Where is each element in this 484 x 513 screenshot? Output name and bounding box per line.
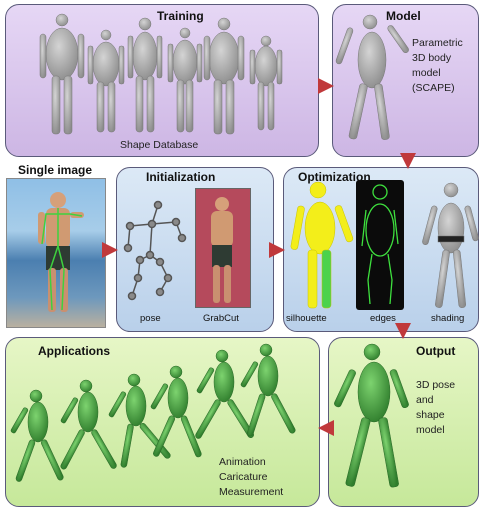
model-line-1: Parametric	[412, 36, 463, 51]
applications-line-2: Caricature	[219, 470, 267, 485]
output-line-4: model	[416, 423, 445, 438]
photo-person	[38, 192, 84, 312]
pose-skeleton	[125, 202, 186, 300]
shading-label: shading	[431, 313, 464, 324]
silhouette-label: silhouette	[286, 313, 327, 324]
initialization-title: Initialization	[146, 170, 215, 184]
applications-title: Applications	[38, 344, 110, 358]
applications-line-3: Measurement	[219, 485, 283, 500]
silhouette-figure	[290, 182, 353, 308]
shape-database-caption: Shape Database	[120, 138, 198, 153]
output-3d-body	[333, 344, 409, 488]
edges-label: edges	[370, 313, 396, 324]
pose-label: pose	[140, 313, 161, 324]
scape-model-body	[335, 15, 410, 140]
model-line-3: model	[412, 66, 441, 81]
model-line-4: (SCAPE)	[412, 81, 455, 96]
edges-figure	[356, 180, 404, 310]
applications-line-1: Animation	[219, 455, 266, 470]
model-line-2: 3D body	[412, 51, 451, 66]
grabcut-person	[211, 197, 233, 303]
output-line-1: 3D pose	[416, 378, 455, 393]
grabcut-label: GrabCut	[203, 313, 239, 324]
single-image-title: Single image	[18, 163, 92, 177]
output-line-3: shape	[416, 408, 445, 423]
shape-database-bodies	[40, 14, 282, 134]
shading-figure	[422, 183, 479, 308]
training-title: Training	[157, 9, 204, 23]
model-title: Model	[386, 9, 421, 23]
output-title: Output	[416, 344, 455, 358]
output-line-2: and	[416, 393, 434, 408]
optimization-title: Optimization	[298, 170, 371, 184]
